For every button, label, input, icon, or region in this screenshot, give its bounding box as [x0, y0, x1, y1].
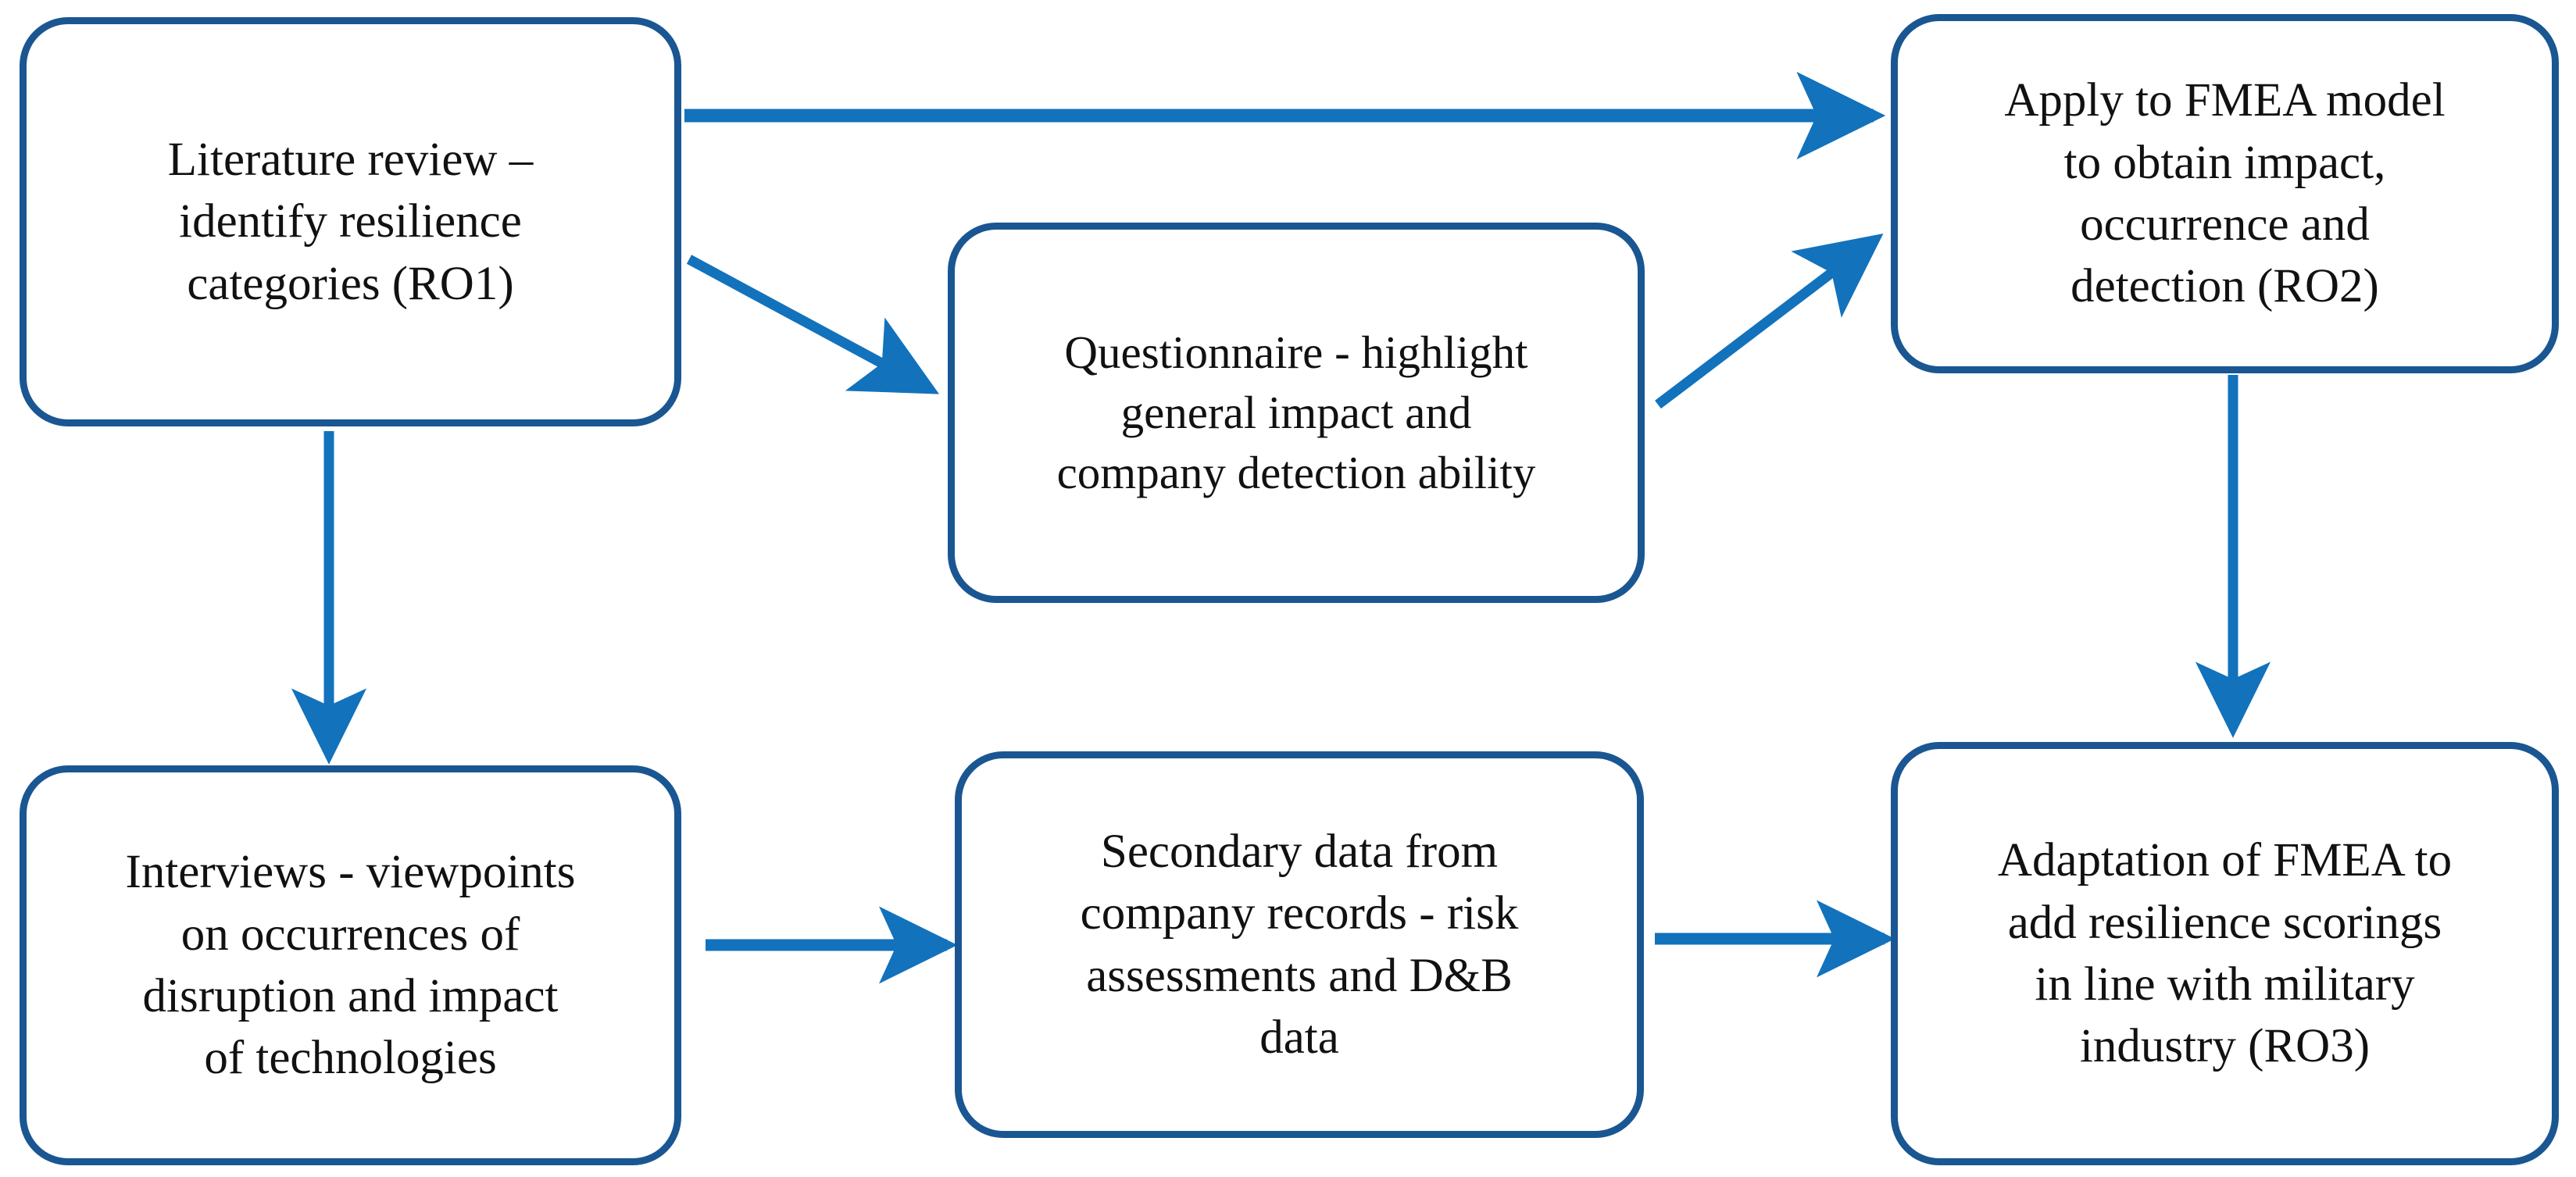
node-apply-fmea[interactable]: Apply to FMEA model to obtain impact, oc…	[1891, 14, 2559, 373]
node-literature-review-label: Literature review – identify resilience …	[167, 134, 534, 310]
node-adaptation-fmea-label: Adaptation of FMEA to add resilience sco…	[1997, 834, 2453, 1073]
node-apply-fmea-label: Apply to FMEA model to obtain impact, oc…	[2004, 74, 2446, 313]
node-questionnaire-label: Questionnaire - highlight general impact…	[1056, 326, 1536, 498]
edge-lit-to-quest	[686, 255, 940, 394]
node-secondary-data[interactable]: Secondary data from company records - ri…	[955, 751, 1644, 1138]
edge-quest-to-apply	[1655, 233, 1884, 409]
node-interviews[interactable]: Interviews - viewpoints on occurrences o…	[20, 765, 681, 1165]
node-interviews-label: Interviews - viewpoints on occurrences o…	[125, 846, 576, 1085]
node-secondary-data-label: Secondary data from company records - ri…	[1080, 825, 1519, 1064]
node-literature-review[interactable]: Literature review – identify resilience …	[20, 17, 681, 426]
node-adaptation-fmea[interactable]: Adaptation of FMEA to add resilience sco…	[1891, 742, 2559, 1165]
node-questionnaire[interactable]: Questionnaire - highlight general impact…	[948, 223, 1645, 603]
